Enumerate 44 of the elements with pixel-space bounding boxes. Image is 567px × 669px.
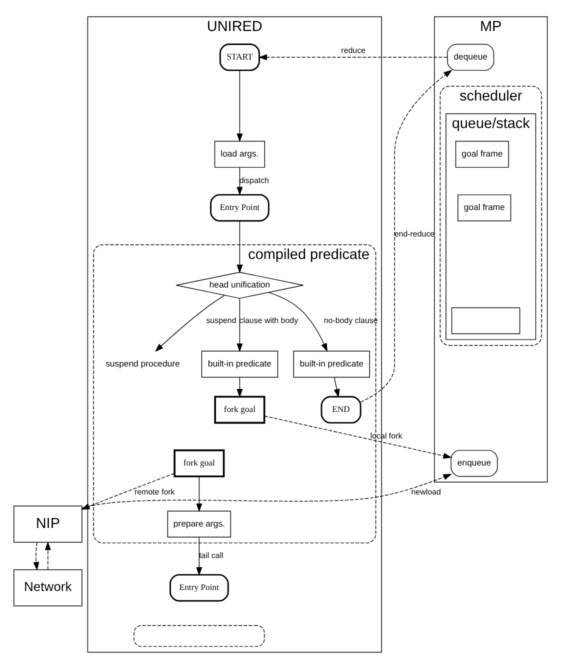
edge-label: suspend [206, 316, 236, 325]
arrow [196, 476, 202, 512]
node-box: enqueue [450, 450, 498, 477]
node-box: built-in predicate [293, 350, 370, 378]
arrow [196, 537, 202, 576]
arrow [154, 294, 225, 352]
node-text: suspend procedure [106, 358, 180, 368]
arrow [360, 70, 452, 402]
arrow [44, 541, 51, 570]
arrow [258, 54, 448, 60]
node-box: goal frame [458, 194, 512, 222]
edge-label: no-body clause [324, 316, 378, 325]
arrow [264, 416, 452, 459]
edge-label: reduce [341, 46, 366, 55]
arrow [268, 292, 328, 352]
node-box: fork goal [174, 449, 225, 478]
node-box: built-in predicate [201, 350, 278, 378]
arrow [334, 377, 340, 398]
node-box: START [219, 44, 260, 72]
node-box [451, 307, 520, 334]
node-diamond: head unification [176, 272, 304, 299]
arrow [236, 298, 243, 352]
node-box: dequeue [447, 44, 494, 71]
arrow [82, 474, 452, 508]
node-box: fork goal [214, 396, 266, 424]
edge-label: dispatch [239, 176, 269, 186]
node-box [134, 625, 265, 647]
edge-label: remote fork [134, 487, 175, 496]
arrow [236, 220, 243, 274]
arrow [236, 377, 243, 398]
node-box: Network [14, 569, 82, 606]
node-box: prepare args. [167, 510, 232, 538]
node-box: NIP [14, 506, 82, 543]
edge-label: newload [411, 487, 441, 496]
arrow [33, 542, 40, 571]
edge-label: clause with body [239, 316, 298, 325]
node-box: Entry Point [170, 574, 229, 602]
node-box: load args. [214, 140, 266, 168]
edge-label: tail call [198, 551, 224, 560]
node-box: Entry Point [210, 194, 270, 222]
arrow [236, 166, 243, 196]
node-box: END [320, 396, 362, 424]
arrow [236, 70, 243, 142]
node-box: goal frame [455, 140, 509, 168]
